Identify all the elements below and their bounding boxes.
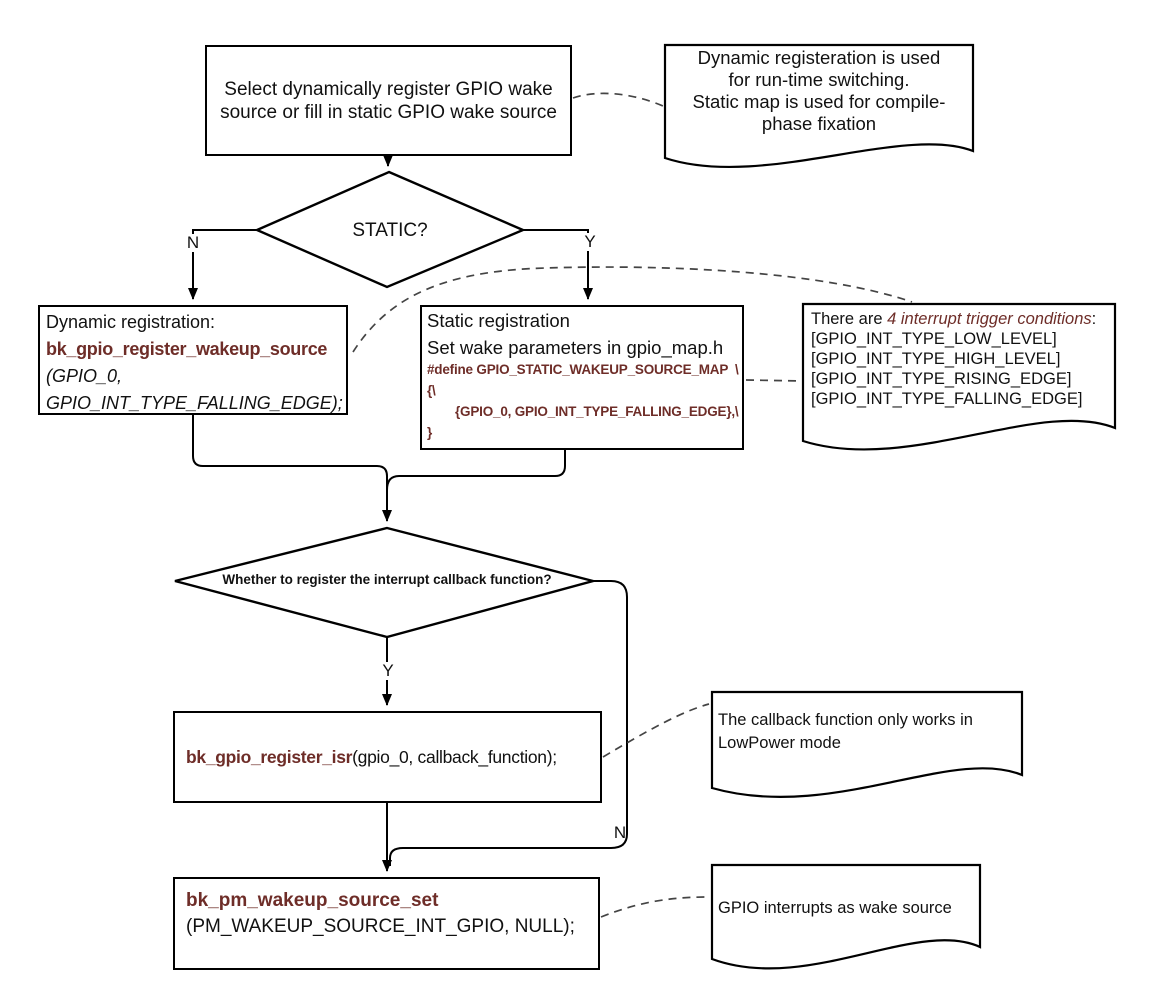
trigger-note-prefix: There are (811, 310, 888, 328)
static-subtitle: Set wake parameters in gpio_map.h (427, 337, 724, 358)
dynamic-note-document-shape (663, 43, 975, 169)
isr-args: (gpio_0, callback_function); (352, 746, 557, 767)
trigger-note-item-3: [GPIO_INT_TYPE_RISING_EDGE] (811, 370, 1072, 388)
trigger-note-item-1: [GPIO_INT_TYPE_LOW_LEVEL] (811, 330, 1057, 348)
connector-static-yes-branch (522, 229, 593, 300)
start-line-2: source or fill in static GPIO wake sourc… (220, 101, 557, 123)
dashed-link-staticbox-to-trigger-note (745, 379, 802, 382)
static-code-line-3: {GPIO_0, GPIO_INT_TYPE_FALLING_EDGE},\ (455, 404, 739, 419)
static-yes-label: Y (582, 232, 598, 251)
decision-static-diamond (254, 170, 527, 289)
static-no-label: N (184, 233, 202, 252)
callback-yes-label: Y (380, 661, 396, 680)
wake-note-document-shape (710, 863, 982, 970)
connector-static-no-branch (188, 229, 258, 300)
dashed-link-pm-to-wake-note (600, 896, 710, 918)
isr-code-line: bk_gpio_register_isr(gpio_0, callback_fu… (186, 747, 591, 768)
decision-callback-label: Whether to register the interrupt callba… (222, 572, 552, 587)
dashed-link-isr-to-callback-note (602, 703, 710, 758)
wake-note-line-1: GPIO interrupts as wake source (718, 899, 952, 917)
static-code-line-2: {\ (427, 383, 436, 398)
callback-note-document-shape (710, 690, 1024, 798)
dynamic-note-line-1: Dynamic registeration is used (697, 47, 941, 68)
pm-args: (PM_WAKEUP_SOURCE_INT_GPIO, NULL); (186, 916, 575, 937)
dynamic-title: Dynamic registration: (46, 312, 216, 332)
trigger-note-item-4: [GPIO_INT_TYPE_FALLING_EDGE] (811, 390, 1083, 408)
trigger-note-text: There are 4 interrupt trigger conditions… (811, 309, 1111, 409)
isr-function-name: bk_gpio_register_isr (186, 746, 353, 767)
callback-note-line-1: The callback function only works in (718, 711, 973, 729)
dashed-link-dynamic-to-trigger-note (352, 266, 913, 353)
dynamic-note-line-2: for run-time switching. (728, 69, 910, 90)
callback-note-line-2: LowPower mode (718, 734, 841, 752)
wake-note-text: GPIO interrupts as wake source (718, 897, 968, 919)
static-registration-text: Static registration Set wake parameters … (427, 307, 739, 361)
start-process-text: Select dynamically register GPIO wake so… (211, 47, 566, 154)
pm-wakeup-text: bk_pm_wakeup_source_set (PM_WAKEUP_SOURC… (186, 888, 586, 940)
register-isr-text: bk_gpio_register_isr(gpio_0, callback_fu… (186, 711, 591, 803)
callback-note-text: The callback function only works in LowP… (718, 709, 1014, 755)
dynamic-arg-1: (GPIO_0, (46, 366, 123, 386)
trigger-note-emphasis: 4 interrupt trigger conditions (887, 310, 1092, 328)
connector-staticbox-to-merge (386, 450, 566, 491)
dynamic-note-line-3: Static map is used for compile- (692, 91, 946, 112)
dynamic-registration-box (38, 305, 348, 415)
dynamic-note-line-4: phase fixation (761, 113, 877, 134)
trigger-note-suffix: : (1091, 310, 1097, 328)
start-process-box (205, 45, 572, 156)
static-code-line-4: } (427, 425, 433, 440)
decision-callback-diamond (174, 526, 598, 639)
connector-dynamic-to-merge (192, 415, 392, 522)
register-isr-box (173, 711, 602, 803)
pm-wakeup-set-box (173, 877, 600, 970)
trigger-note-headline: There are 4 interrupt trigger conditions… (811, 309, 1111, 329)
trigger-note-item-2: [GPIO_INT_TYPE_HIGH_LEVEL] (811, 350, 1061, 368)
dynamic-arg-2: GPIO_INT_TYPE_FALLING_EDGE); (46, 393, 343, 413)
static-registration-box (420, 305, 744, 450)
pm-function-name: bk_pm_wakeup_source_set (186, 890, 439, 911)
decision-static-label: STATIC? (352, 220, 428, 241)
dynamic-note-text: Dynamic registeration is used for run-ti… (667, 47, 971, 135)
dashed-link-start-to-dynamic-note (572, 92, 664, 107)
callback-no-label: N (613, 823, 627, 842)
dynamic-registration-text: Dynamic registration: bk_gpio_register_w… (46, 309, 343, 417)
start-line-1: Select dynamically register GPIO wake (224, 78, 553, 100)
static-code-line-1: #define GPIO_STATIC_WAKEUP_SOURCE_MAP \ (427, 362, 739, 377)
static-code-block: #define GPIO_STATIC_WAKEUP_SOURCE_MAP \ … (427, 359, 739, 443)
trigger-note-document-shape (801, 302, 1117, 451)
static-title: Static registration (427, 310, 570, 331)
dynamic-function-name: bk_gpio_register_wakeup_source (46, 339, 328, 359)
connector-callback-no-branch (389, 580, 628, 866)
